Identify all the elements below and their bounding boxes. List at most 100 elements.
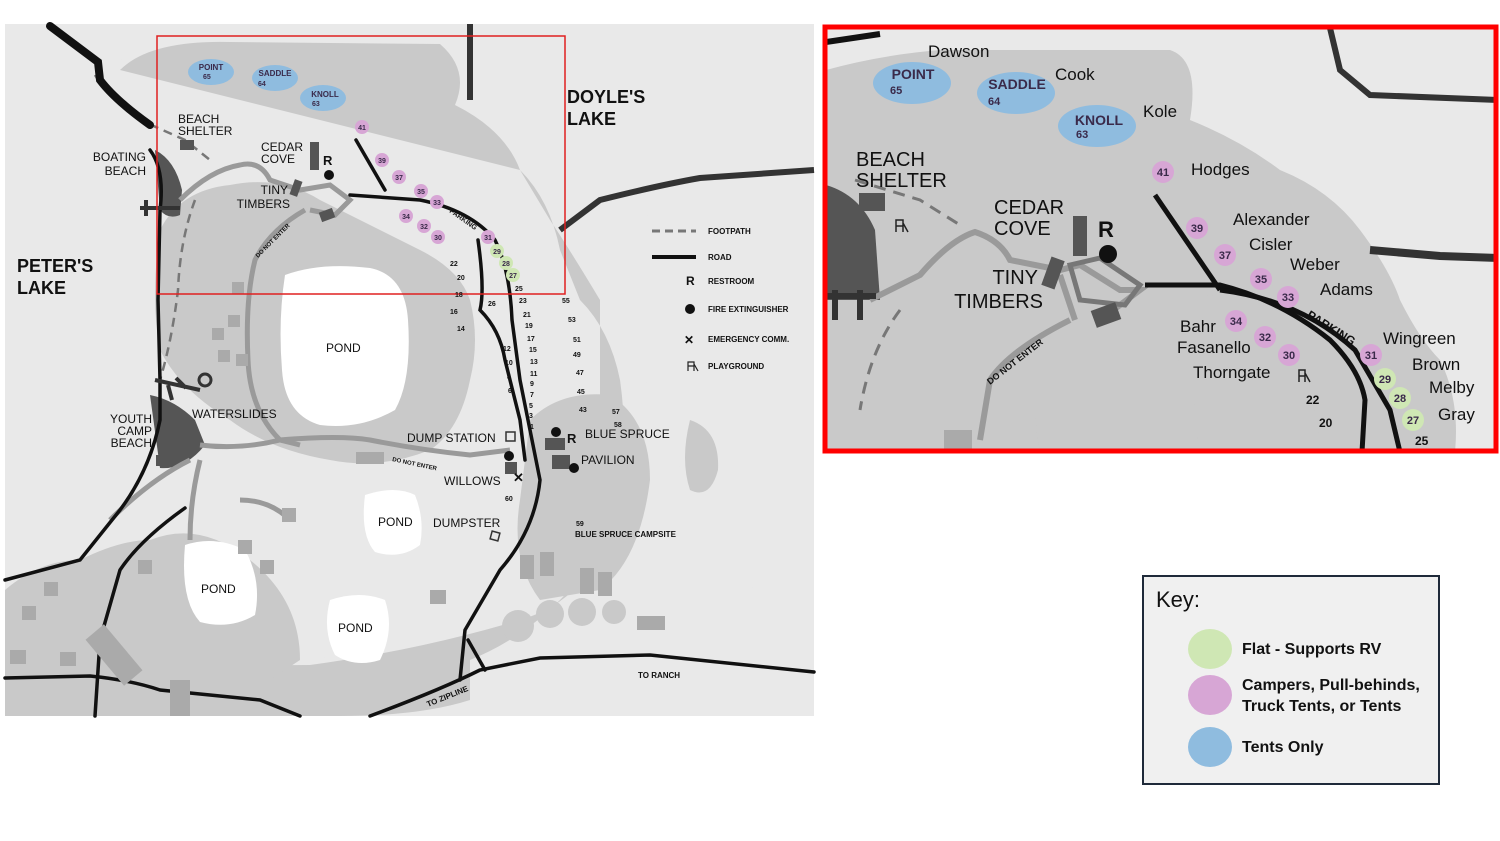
inset-beach-shelter-line2: SHELTER — [856, 170, 947, 192]
inset-tiny-timbers-line2: TIMBERS — [954, 291, 1043, 313]
tiny-timbers-line1: TINY — [261, 183, 288, 197]
site-41: 41 — [358, 125, 366, 132]
inset-site-25: 25 — [1415, 434, 1429, 448]
name-gray: Gray — [1438, 405, 1475, 424]
name-brown: Brown — [1412, 355, 1460, 374]
willows-label: WILLOWS — [444, 474, 501, 488]
site-30: 30 — [434, 235, 442, 242]
site-20: 20 — [457, 275, 465, 282]
site-9: 9 — [530, 381, 534, 388]
inset-site-31: 31 — [1365, 350, 1377, 362]
name-cook: Cook — [1055, 65, 1095, 84]
site-28: 28 — [502, 261, 510, 268]
site-15: 15 — [529, 347, 537, 354]
key-dot-flat — [1188, 629, 1232, 669]
tiny-timbers-line2: TIMBERS — [237, 197, 290, 211]
site-8: 8 — [507, 374, 511, 381]
name-cisler: Cisler — [1249, 235, 1293, 254]
name-melby: Melby — [1429, 378, 1475, 397]
site-27: 27 — [509, 273, 517, 280]
name-weber: Weber — [1290, 255, 1340, 274]
fire-extinguisher-icon — [551, 427, 561, 437]
inset-site-saddle-num: 64 — [988, 96, 1001, 108]
legend-footpath: FOOTPATH — [708, 227, 751, 236]
pavilion-label: PAVILION — [581, 453, 635, 467]
inset-site-32: 32 — [1259, 332, 1271, 344]
dump-station-label: DUMP STATION — [407, 431, 496, 445]
site-57: 57 — [612, 409, 620, 416]
site-55: 55 — [562, 298, 570, 305]
buildings — [156, 140, 570, 474]
name-alexander: Alexander — [1233, 210, 1310, 229]
blue-spruce-campsite-label: BLUE SPRUCE CAMPSITE — [575, 530, 677, 539]
inset-playground-icon — [895, 219, 909, 233]
site-11: 11 — [530, 371, 538, 378]
site-26: 26 — [488, 301, 496, 308]
site-39: 39 — [378, 158, 386, 165]
cedar-cove-line1: CEDAR — [261, 140, 303, 154]
key-dot-tents — [1188, 727, 1232, 767]
site-23: 23 — [519, 298, 527, 305]
fire-extinguisher-icon — [504, 451, 514, 461]
legend-restroom-icon: R — [686, 274, 695, 288]
inset-site-20: 20 — [1319, 416, 1333, 430]
inset-site-35: 35 — [1255, 274, 1267, 286]
site-point-num: 65 — [203, 74, 211, 81]
inset-site-34: 34 — [1230, 316, 1243, 328]
pond-label-4: POND — [338, 621, 373, 635]
site-43: 43 — [579, 407, 587, 414]
fire-extinguisher-icon — [324, 170, 334, 180]
site-58: 58 — [614, 422, 622, 429]
pond-label-3: POND — [201, 582, 236, 596]
site-17: 17 — [527, 336, 535, 343]
inset-site-point-num: 65 — [890, 85, 902, 97]
youth-camp-beach-line2: CAMP — [117, 424, 152, 438]
site-14: 14 — [457, 326, 465, 333]
name-thorngate: Thorngate — [1193, 363, 1271, 382]
site-saddle-label: SADDLE — [259, 69, 293, 78]
site-saddle-num: 64 — [258, 81, 266, 88]
dump-station-icon — [505, 431, 516, 442]
site-12: 12 — [503, 346, 511, 353]
key-legend: Key: Flat - Supports RV Campers, Pull-be… — [1142, 575, 1440, 785]
inset-cedar-cove-line2: COVE — [994, 218, 1051, 240]
site-35: 35 — [417, 189, 425, 196]
waterslides-label: WATERSLIDES — [192, 407, 277, 421]
site-knoll-num: 63 — [312, 101, 320, 108]
youth-camp-beach-line1: YOUTH — [110, 412, 152, 426]
site-29: 29 — [493, 249, 501, 256]
inset-site-27: 27 — [1407, 415, 1419, 427]
site-45: 45 — [577, 389, 585, 396]
legend-restroom: RESTROOM — [708, 277, 755, 286]
site-60: 60 — [505, 496, 513, 503]
site-51: 51 — [573, 337, 581, 344]
pond-label-1: POND — [326, 341, 361, 355]
inset-site-37: 37 — [1219, 250, 1231, 262]
site-25: 25 — [515, 286, 523, 293]
youth-camp-beach-line3: BEACH — [111, 436, 152, 450]
inset-site-39: 39 — [1191, 223, 1203, 235]
site-37: 37 — [395, 175, 403, 182]
site-5: 5 — [529, 403, 533, 410]
site-1: 1 — [530, 424, 534, 431]
roads — [3, 22, 816, 718]
inset-site-30: 30 — [1283, 350, 1295, 362]
legend-emergency-icon: ✕ — [684, 333, 694, 347]
legend-playground-icon — [687, 361, 699, 372]
site-7: 7 — [530, 392, 534, 399]
name-hodges: Hodges — [1191, 160, 1250, 179]
restroom-marker-1: R — [323, 153, 333, 168]
inset-site-29: 29 — [1379, 374, 1391, 386]
name-adams: Adams — [1320, 280, 1373, 299]
ponds — [184, 266, 422, 664]
dumpster-icon — [489, 530, 501, 542]
name-kole: Kole — [1143, 102, 1177, 121]
site-59: 59 — [576, 521, 584, 528]
trails — [108, 161, 511, 541]
